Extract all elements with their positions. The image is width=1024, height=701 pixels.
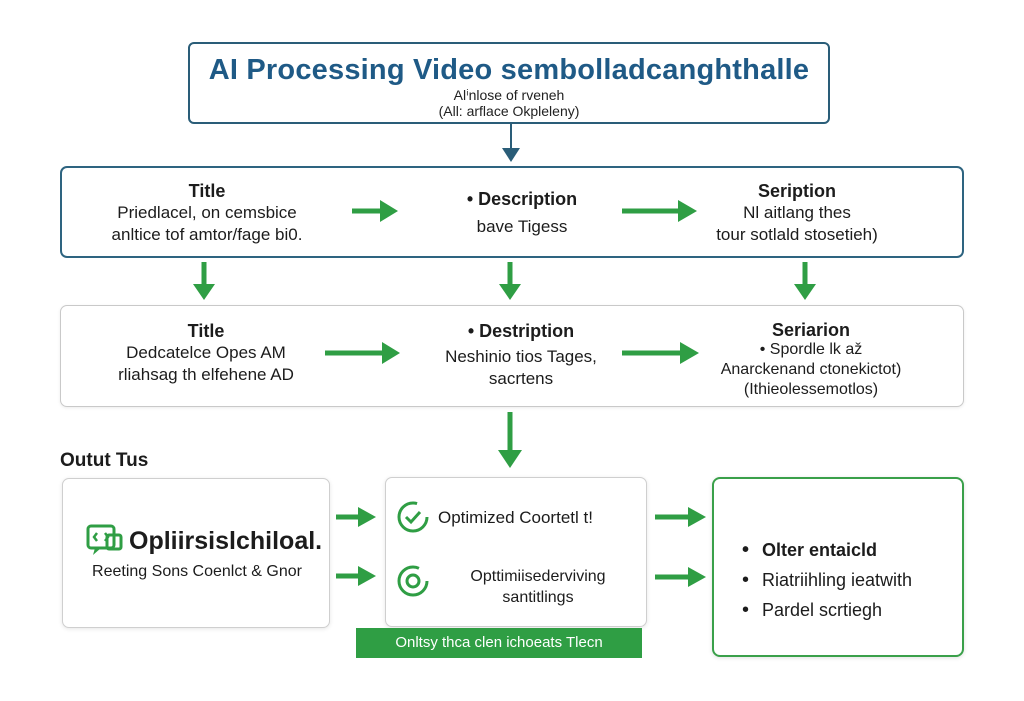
output-right-item3: Pardel scrtiegh bbox=[742, 595, 912, 625]
output-mid-box: Optimized Coortetl t! Opttimiisedervivin… bbox=[385, 477, 647, 627]
output-mid-item1: Optimized Coortetl t! bbox=[438, 508, 593, 527]
arrow-down-right bbox=[794, 262, 816, 300]
row1-seription-line2: tour sotlald stosetieh) bbox=[716, 225, 878, 244]
sync-check-icon bbox=[397, 501, 429, 533]
output-right-item1: Olter entaicld bbox=[742, 535, 912, 565]
diagram-title: AI Processing Video sembolladcanghthalle bbox=[208, 54, 810, 86]
row1-title-cell: Title Priedlacel, on cemsbice anltice to… bbox=[102, 180, 312, 246]
row1-seription-cell: Seription Nl aitlang thes tour sotlald s… bbox=[702, 180, 892, 246]
arrow-row1-left-to-mid bbox=[352, 200, 398, 222]
diagram-subtitle-2: (All: arflace Okpleleny) bbox=[438, 103, 580, 119]
row2-destription-line1: Neshinio tios Tages, bbox=[445, 347, 597, 366]
arrow-out-mid-to-right-2 bbox=[655, 567, 706, 587]
output-right-list: Olter entaicld Riatriihling ieatwith Par… bbox=[742, 535, 912, 625]
header-box: AI Processing Video sembolladcanghthalle… bbox=[188, 42, 830, 124]
arrow-out-left-to-mid-2 bbox=[336, 566, 376, 586]
output-right-box: Olter entaicld Riatriihling ieatwith Par… bbox=[712, 477, 964, 657]
output-left-line1: Reeting Sons Coenlct & Gnor bbox=[92, 563, 302, 580]
output-right-item2: Riatriihling ieatwith bbox=[742, 565, 912, 595]
row2-title-line2: rliahsag th elfehene AD bbox=[118, 365, 294, 384]
arrow-down-to-outputs bbox=[498, 412, 522, 468]
row1-description-cell: • Description bave Tigess bbox=[422, 188, 622, 238]
arrow-down-mid bbox=[499, 262, 521, 300]
arrow-row2-mid-to-right bbox=[622, 342, 699, 364]
row2-title-heading: Title bbox=[187, 321, 225, 341]
diagram-subtitle-1: Alⁱnlose of rveneh bbox=[453, 87, 565, 103]
output-left-box: Opliirsislchiloal. Reeting Sons Coenlct … bbox=[62, 478, 330, 628]
row2-seriarion-heading: Seriarion bbox=[771, 320, 851, 340]
row1-seription-heading: Seription bbox=[757, 181, 836, 201]
row2-title-cell: Title Dedcatelce Opes AM rliahsag th elf… bbox=[106, 320, 306, 386]
arrow-header-down bbox=[502, 124, 520, 162]
chat-code-icon bbox=[86, 524, 123, 555]
stage-row-1: Title Priedlacel, on cemsbice anltice to… bbox=[60, 166, 964, 258]
row2-seriarion-cell: Seriarion • Spordle lk až Anarckenand ct… bbox=[701, 320, 921, 400]
arrow-out-left-to-mid-1 bbox=[336, 507, 376, 527]
row2-destription-cell: • Destription Neshinio tios Tages, sacrt… bbox=[411, 320, 631, 390]
row1-title-line2: anltice tof amtor/fage bi0. bbox=[111, 225, 303, 244]
output-mid-item2-line1: Opttimiisederviving bbox=[470, 568, 606, 585]
row1-title-line1: Priedlacel, on cemsbice bbox=[117, 203, 297, 222]
row2-seriarion-line3: (Ithieolessemotlos) bbox=[743, 381, 879, 398]
output-left-title: Opliirsislchiloal. bbox=[129, 527, 323, 555]
arrow-row1-mid-to-right bbox=[622, 200, 697, 222]
row1-title-heading: Title bbox=[188, 181, 226, 201]
row2-seriarion-line2: Anarckenand ctonekictot) bbox=[720, 361, 902, 378]
output-banner: Onltsy thca clen ichoeats Tlecn bbox=[356, 628, 642, 658]
arrow-down-left bbox=[193, 262, 215, 300]
row2-destription-heading: • Destription bbox=[467, 321, 575, 341]
arrow-out-mid-to-right-1 bbox=[655, 507, 706, 527]
refresh-gear-icon bbox=[397, 565, 429, 597]
outputs-label: Outut Tus bbox=[60, 450, 149, 471]
row2-title-line1: Dedcatelce Opes AM bbox=[126, 343, 286, 362]
arrow-row2-left-to-mid bbox=[325, 342, 400, 364]
stage-row-2: Title Dedcatelce Opes AM rliahsag th elf… bbox=[60, 305, 964, 407]
row2-destription-line2: sacrtens bbox=[488, 369, 554, 388]
output-mid-item2-line2: santitlings bbox=[502, 589, 574, 606]
output-mid-item2: Opttimiisederviving santitlings bbox=[438, 566, 638, 608]
row1-description-heading: • Description bbox=[466, 189, 578, 209]
row2-seriarion-line1: • Spordle lk až bbox=[759, 341, 863, 358]
row1-seription-line1: Nl aitlang thes bbox=[743, 203, 851, 222]
row1-description-line1: bave Tigess bbox=[476, 217, 568, 236]
